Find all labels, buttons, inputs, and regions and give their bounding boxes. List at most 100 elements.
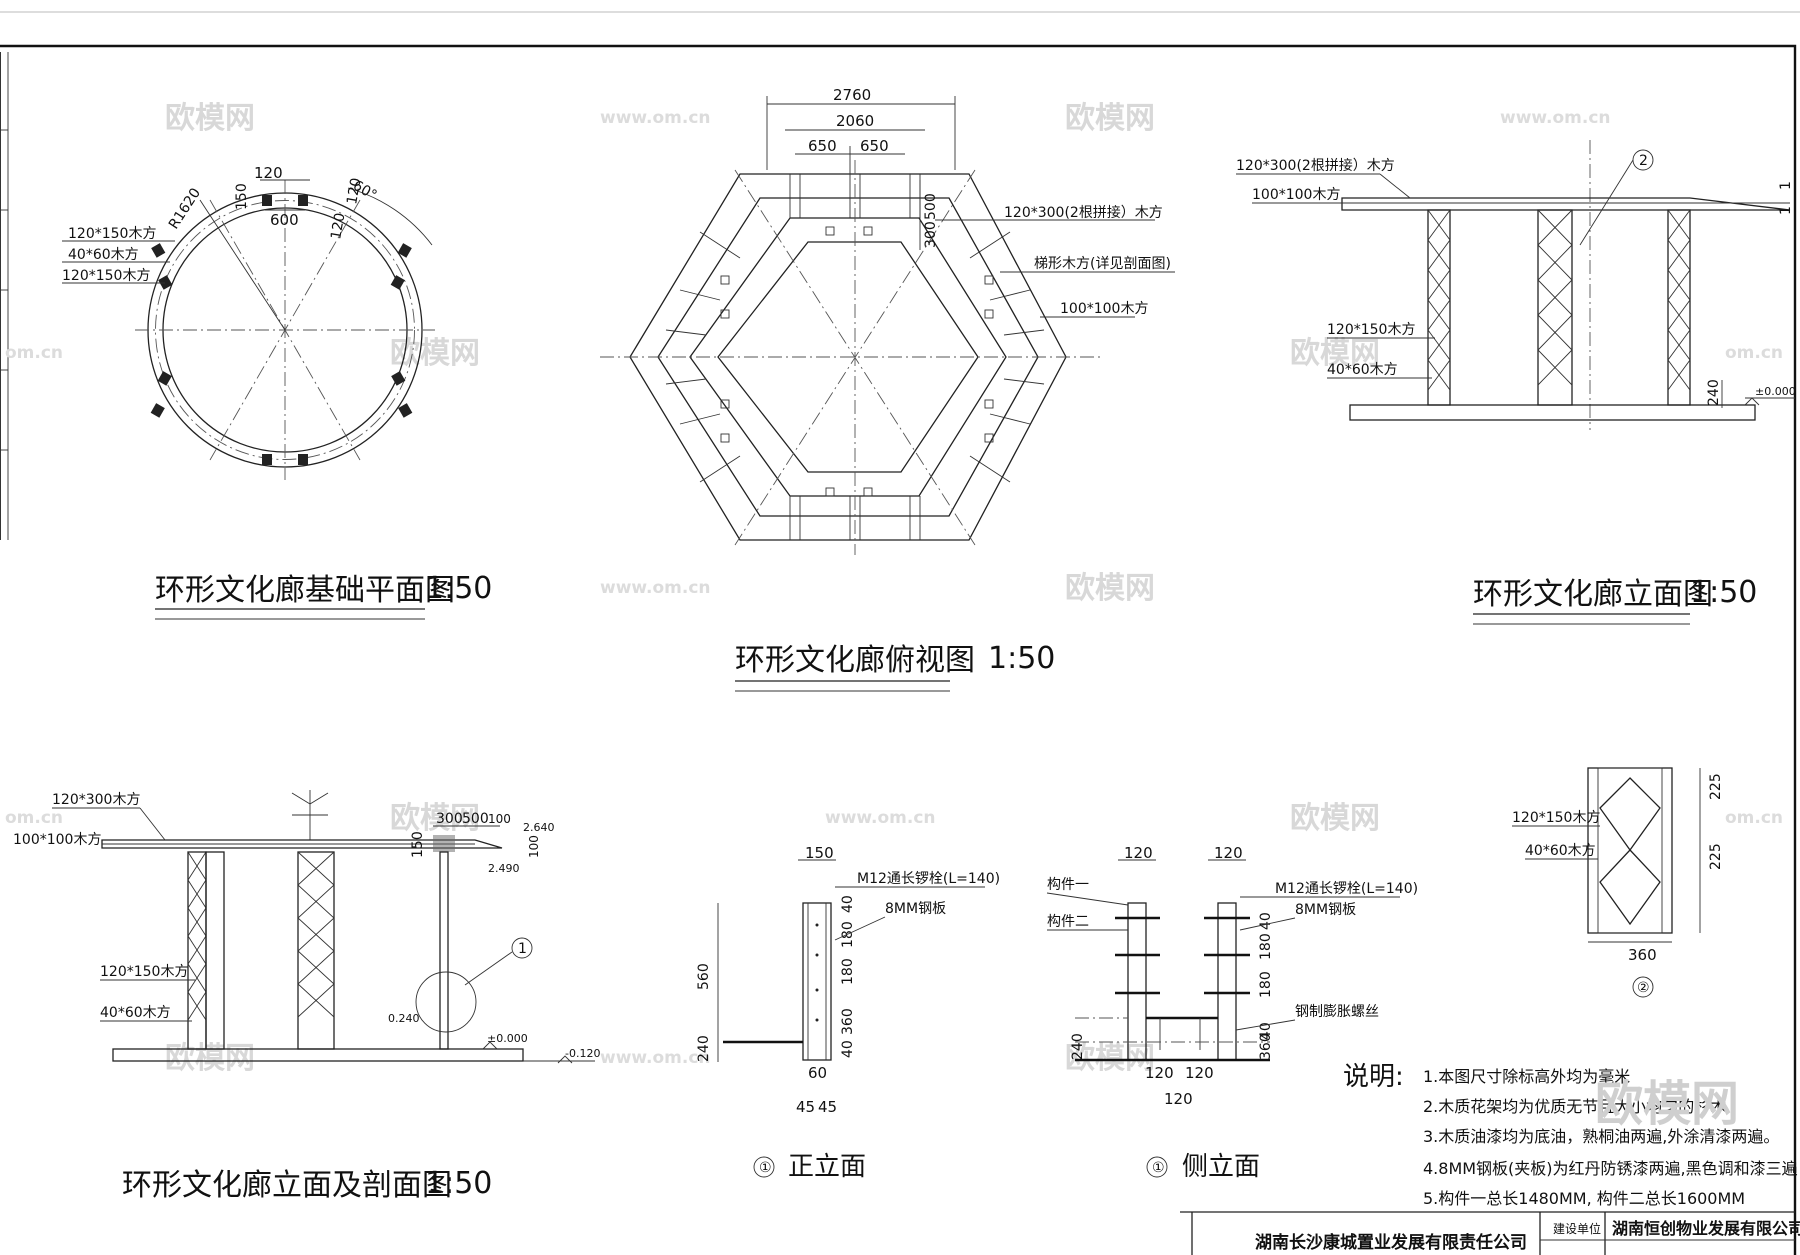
label-timber-120x150: 120*150木方	[1327, 322, 1415, 338]
notes: 说明: 1.本图尺寸除标高外均为毫米 2.木质花架均为优质无节且大小均匀的杉木 …	[1343, 1062, 1798, 1208]
title-block: 湖南长沙康城置业发展有限责任公司 建设单位 湖南恒创物业发展有限公司	[1180, 1211, 1800, 1255]
dim-180b: 180	[840, 958, 856, 985]
dim-300: 300	[923, 221, 939, 248]
note-2: 2.木质花架均为优质无节且大小均匀的杉木	[1423, 1097, 1726, 1116]
dim-120c: 120	[1145, 1064, 1174, 1082]
watermark-url: om.cn	[1725, 343, 1783, 363]
dim-120b: 120	[1214, 844, 1243, 862]
watermark-url: www.om.cn	[825, 808, 936, 828]
label-trapezoid-timber: 梯形木方(详见剖面图)	[1034, 256, 1171, 272]
front-detail: 150 40 180 180 360 40 560 240 60 45 45 M…	[696, 844, 1000, 1182]
section-marker: 1	[518, 941, 527, 957]
dim-500: 500	[923, 193, 939, 220]
dim-120d: 120	[1185, 1064, 1214, 1082]
dim-1a: 1	[1778, 181, 1794, 190]
watermark-brand: 欧模网	[165, 1041, 255, 1076]
radius-label: R1620	[166, 185, 204, 232]
detail2-marker: ②	[1637, 980, 1650, 996]
front-title: 正立面	[788, 1152, 866, 1182]
side-bolts	[1115, 916, 1250, 995]
dim-225b: 225	[1708, 843, 1724, 870]
label-timber-40x60: 40*60木方	[68, 247, 139, 263]
watermark-brand: 欧模网	[165, 101, 255, 136]
dim-180a: 180	[1258, 933, 1274, 960]
dim-650b: 650	[860, 137, 889, 155]
company-name: 湖南长沙康城置业发展有限责任公司	[1255, 1232, 1527, 1253]
elevation-title: 环形文化廊立面图	[1473, 577, 1713, 612]
label-timber-100x100: 100*100木方	[1252, 187, 1340, 203]
watermark-brand: 欧模网	[1065, 571, 1155, 606]
dim-240: 240	[1706, 379, 1722, 406]
dim-500: 500	[462, 811, 489, 827]
watermark-url: om.cn	[5, 343, 63, 363]
dim-60: 60	[808, 1064, 827, 1082]
dim-650a: 650	[808, 137, 837, 155]
level-minus-0120: -0.120	[565, 1047, 600, 1060]
dim-120a: 120	[1124, 844, 1153, 862]
watermark-url: www.om.cn	[600, 578, 711, 598]
label-timber-100x100: 100*100木方	[1060, 301, 1148, 317]
label-beam-120x300: 120*300木方	[52, 792, 140, 808]
dim-240: 240	[1070, 1033, 1086, 1060]
dim-240: 240	[696, 1035, 712, 1062]
label-timber-40x60: 40*60木方	[1327, 362, 1398, 378]
dim-360: 360	[1628, 946, 1657, 964]
dim-150: 150	[410, 831, 426, 858]
label-timber-40x60: 40*60木方	[100, 1005, 171, 1021]
top-view-scale: 1:50	[988, 641, 1055, 676]
watermark-brand: 欧模网	[1290, 801, 1380, 836]
dim-225a: 225	[1708, 773, 1724, 800]
watermark-url: www.om.cn	[600, 1048, 711, 1068]
client-label: 建设单位	[1553, 1221, 1601, 1236]
dim-40: 40	[840, 895, 856, 913]
label-part2: 构件二	[1047, 914, 1089, 930]
foundation-plan-title: 环形文化廊基础平面图	[155, 573, 455, 608]
elevation-columns	[1427, 209, 1691, 406]
dim-40b: 40	[1258, 1022, 1274, 1040]
foundation-plan-scale: 1:50	[425, 571, 492, 606]
label-timber-120x150: 120*150木方	[1512, 810, 1600, 826]
dim-100b: 100	[527, 835, 541, 858]
label-timber-100x100: 100*100木方	[13, 832, 101, 848]
dim-40b: 40	[840, 1040, 856, 1058]
watermark-url: om.cn	[5, 808, 63, 828]
dim-1b: 1	[1778, 206, 1794, 215]
dim-360: 360	[1258, 1033, 1274, 1060]
elevation-marker: 2	[1639, 153, 1648, 169]
notes-heading: 说明:	[1343, 1062, 1404, 1092]
label-bolt: M12通长锣栓(L=140)	[1275, 881, 1418, 897]
dim-360: 360	[840, 1008, 856, 1035]
dim-300: 300	[436, 811, 463, 827]
dim-180b: 180	[1258, 971, 1274, 998]
label-timber-120x150: 120*150木方	[68, 226, 156, 242]
label-steel-plate: 8MM钢板	[1295, 902, 1356, 918]
label-timber-120x150: 120*150木方	[100, 964, 188, 980]
dim-150: 150	[805, 844, 834, 862]
level-0: ±0.000	[1755, 385, 1796, 398]
level-0000: ±0.000	[487, 1032, 528, 1045]
note-4: 4.8MM钢板(夹板)为红丹防锈漆两遍,黑色调和漆三遍	[1423, 1159, 1798, 1178]
foundation-plan: R1620 60° 120 150 600 120 120 120*150木方	[62, 164, 492, 620]
dim-560: 560	[696, 963, 712, 990]
footing-blocks	[150, 195, 413, 465]
section-title: 环形文化廊立面及剖面图	[122, 1168, 452, 1203]
dim-120b: 120	[328, 212, 348, 241]
note-3: 3.木质油漆均为底油，熟桐油两遍,外涂清漆两遍。	[1423, 1127, 1779, 1146]
rafters	[665, 174, 1045, 540]
watermark-brand: 欧模网	[1065, 101, 1155, 136]
level-0240: 0.240	[388, 1012, 420, 1025]
dim-45b: 45	[818, 1098, 837, 1116]
label-timber-40x60: 40*60木方	[1525, 843, 1596, 859]
side-detail: 120 120 40 180 180 40 360 240 120 120 12…	[1046, 844, 1418, 1182]
dim-120: 120	[254, 164, 283, 182]
side-title: 侧立面	[1182, 1152, 1260, 1182]
dim-150: 150	[234, 183, 250, 210]
dim-2760: 2760	[833, 86, 871, 104]
note-5: 5.构件一总长1480MM, 构件二总长1600MM	[1423, 1189, 1745, 1208]
level-2640: 2.640	[523, 821, 555, 834]
section-scale: 1:50	[425, 1166, 492, 1201]
client-name: 湖南恒创物业发展有限公司	[1612, 1219, 1800, 1238]
top-view-title: 环形文化廊俯视图	[735, 643, 975, 678]
label-beam-120x300: 120*300(2根拼接）木方	[1236, 157, 1395, 174]
